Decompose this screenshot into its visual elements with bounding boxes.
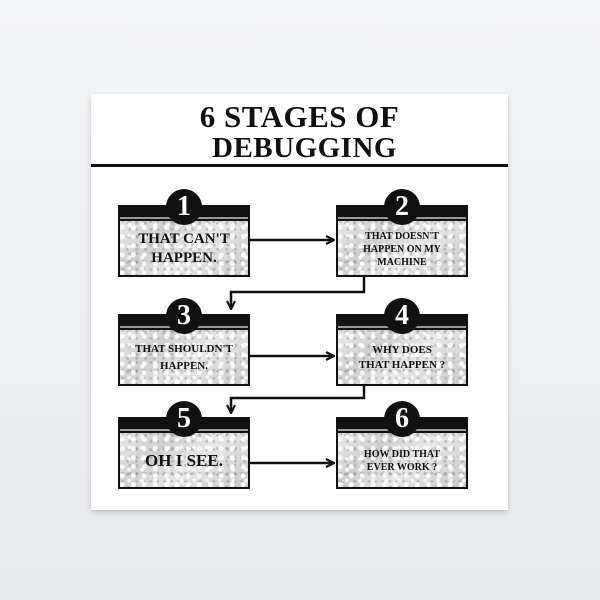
- stage-text: WHY DOES THAT HAPPEN ?: [358, 344, 446, 371]
- arrow-4-to-5: [231, 386, 366, 412]
- stage-number-badge: 3: [166, 298, 202, 334]
- stage-text: HOW DID THAT EVER WORK ?: [363, 449, 441, 473]
- stage-number: 2: [395, 191, 409, 222]
- stage-number-badge: 5: [166, 401, 202, 437]
- stage-card-2: 2 THAT DOESN'T HAPPEN ON MY MACHINE: [336, 189, 468, 277]
- stage-card-5: 5 OH I SEE.: [118, 401, 250, 489]
- poster-title-line1: 6 STAGES OF: [199, 99, 400, 134]
- stage-number-badge: 2: [384, 189, 420, 225]
- stage-number: 4: [395, 300, 409, 331]
- arrow-2-to-3: [231, 277, 366, 308]
- stage-card-4: 4 WHY DOES THAT HAPPEN ?: [336, 298, 468, 386]
- poster: 6 STAGES OF DEBUGGING 1 THAT CAN'T HAPPE…: [91, 94, 508, 510]
- stage-text: THAT DOESN'T HAPPEN ON MY MACHINE: [363, 230, 441, 268]
- stage-number-badge: 6: [384, 401, 420, 437]
- stage-text: THAT CAN'T HAPPEN.: [138, 231, 230, 266]
- flow-connectors: [91, 94, 366, 510]
- poster-title-line2: DEBUGGING: [212, 132, 397, 164]
- title-divider: [91, 164, 508, 167]
- stage-text: THAT SHOULDN'T HAPPEN.: [135, 343, 233, 372]
- stage-card-6: 6 HOW DID THAT EVER WORK ?: [336, 401, 468, 489]
- stage-number-badge: 1: [166, 189, 202, 225]
- stage-number: 1: [177, 191, 191, 222]
- stage-card-1: 1 THAT CAN'T HAPPEN.: [118, 189, 250, 277]
- stage-number-badge: 4: [384, 298, 420, 334]
- stage-number: 3: [177, 300, 191, 331]
- stage-card-3: 3 THAT SHOULDN'T HAPPEN.: [118, 298, 250, 386]
- stage-text: OH I SEE.: [145, 451, 223, 470]
- stage-number: 5: [177, 403, 191, 434]
- stage-number: 6: [395, 403, 409, 434]
